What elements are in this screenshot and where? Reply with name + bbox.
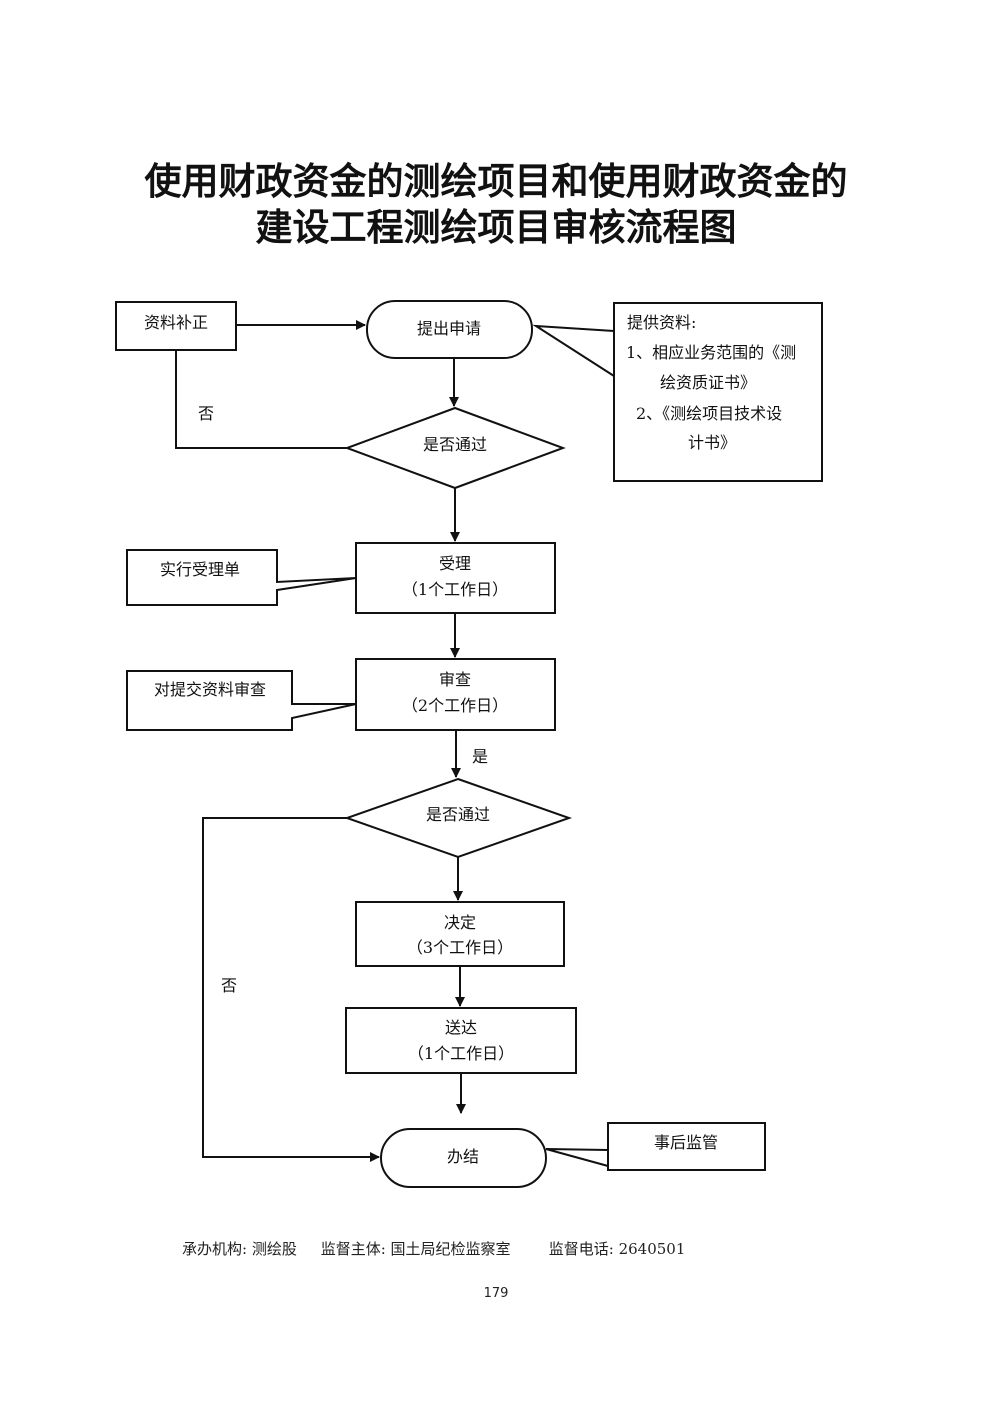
- accept-text: 受理: [439, 554, 471, 573]
- review-days: （2个工作日）: [402, 696, 508, 715]
- supervise-pointer: [545, 1148, 609, 1167]
- provide-item1-b: 绘资质证书》: [660, 373, 756, 392]
- provide-item2-b: 计书》: [688, 433, 736, 452]
- arrow-check2-no-to-finish: [202, 817, 380, 1162]
- footer-supervisor-label: 监督主体:: [320, 1240, 386, 1258]
- decide-days: （3个工作日）: [407, 938, 513, 957]
- page-title-line-2: 建设工程测绘项目审核流程图: [255, 206, 737, 249]
- apply-node: [366, 300, 533, 359]
- accept-note-text: 实行受理单: [160, 560, 240, 579]
- footer-phone: 2640501: [618, 1240, 686, 1258]
- footer-office: 测绘股: [251, 1240, 297, 1258]
- no-label-2: 否: [221, 976, 237, 995]
- yes-label: 是: [472, 747, 488, 766]
- finish-text: 办结: [447, 1147, 479, 1166]
- check2-text: 是否通过: [426, 805, 490, 824]
- supervise-box: [607, 1122, 766, 1171]
- footer-supervisor: 国土局纪检监察室: [390, 1240, 511, 1258]
- supervise-text: 事后监管: [654, 1133, 718, 1152]
- check1-text: 是否通过: [423, 435, 487, 454]
- review-note-callout: [126, 670, 357, 731]
- provide-pointer: [532, 324, 615, 377]
- deliver-text: 送达: [445, 1018, 477, 1037]
- deliver-days: （1个工作日）: [408, 1044, 514, 1063]
- provide-item2-a: 2、《测绘项目技术设: [636, 404, 782, 423]
- page-title-line-1: 使用财政资金的测绘项目和使用财政资金的: [144, 160, 848, 203]
- footer-office-label: 承办机构:: [182, 1240, 248, 1258]
- page-number: 179: [483, 1286, 509, 1301]
- footer: 承办机构: 测绘股 监督主体: 国土局纪检监察室 监督电话: 2640501: [182, 1238, 685, 1259]
- provide-item1-a: 1、相应业务范围的《测: [626, 343, 796, 362]
- apply-text: 提出申请: [417, 319, 481, 338]
- accept-note-callout: [126, 549, 357, 606]
- finish-node: [380, 1128, 547, 1188]
- provide-title: 提供资料:: [627, 313, 696, 332]
- provide-box: [613, 302, 823, 482]
- supplement-text: 资料补正: [144, 313, 208, 332]
- decide-text: 决定: [444, 913, 476, 932]
- review-text: 审查: [439, 670, 471, 689]
- line-check1-no-to-supplement: [175, 350, 347, 449]
- no-label-1: 否: [198, 404, 214, 423]
- accept-days: （1个工作日）: [402, 580, 508, 599]
- review-note-text: 对提交资料审查: [154, 680, 266, 699]
- footer-phone-label: 监督电话:: [548, 1240, 614, 1258]
